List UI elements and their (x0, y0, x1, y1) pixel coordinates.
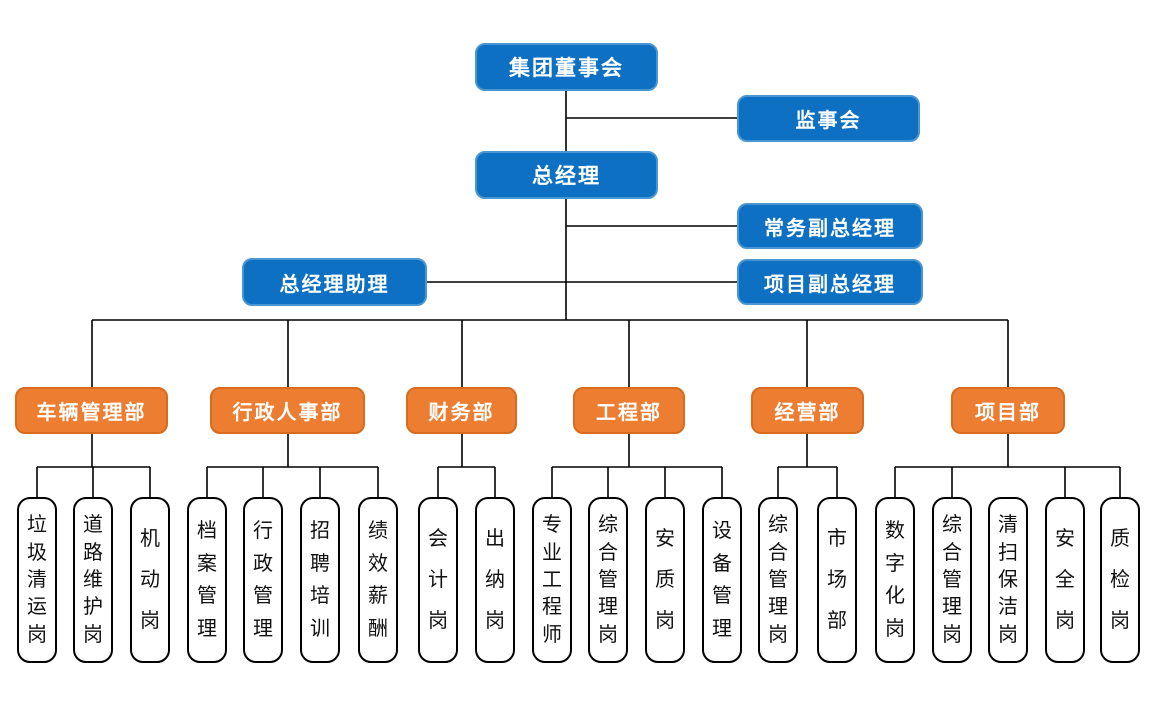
dept-node-engineering: 工程部 (573, 387, 685, 434)
dept-node-vehicle-management: 车辆管理部 (15, 387, 168, 434)
post-node: 综合管理岗 (758, 497, 798, 663)
post-node: 行政管理 (243, 497, 283, 663)
post-node: 档案管理 (187, 497, 227, 663)
node-project-deputy-gm: 项目副总经理 (737, 259, 923, 305)
post-node: 安质岗 (645, 497, 685, 663)
dept-node-operations: 经营部 (751, 387, 864, 434)
post-node: 绩效薪酬 (358, 497, 398, 663)
dept-node-project: 项目部 (951, 387, 1065, 434)
post-node: 清扫保洁岗 (988, 497, 1028, 663)
post-node: 垃圾清运岗 (17, 497, 57, 663)
post-node: 安全岗 (1045, 497, 1085, 663)
node-gm-assistant: 总经理助理 (242, 258, 427, 306)
post-node: 综合管理岗 (932, 497, 972, 663)
post-node: 出纳岗 (475, 497, 515, 663)
post-node: 市场部 (817, 497, 857, 663)
post-node: 招聘培训 (300, 497, 340, 663)
post-node: 质检岗 (1100, 497, 1140, 663)
node-supervisory-board: 监事会 (737, 95, 920, 142)
post-node: 道路维护岗 (73, 497, 113, 663)
post-node: 综合管理岗 (588, 497, 628, 663)
post-node: 专业工程师 (532, 497, 572, 663)
dept-node-admin-hr: 行政人事部 (210, 387, 365, 434)
node-general-manager: 总经理 (475, 151, 658, 199)
node-group-board: 集团董事会 (475, 43, 658, 91)
post-node: 数字化岗 (875, 497, 915, 663)
post-node: 会计岗 (418, 497, 458, 663)
post-node: 机动岗 (130, 497, 170, 663)
post-node: 设备管理 (702, 497, 742, 663)
node-executive-deputy-gm: 常务副总经理 (737, 203, 923, 249)
dept-node-finance: 财务部 (406, 387, 517, 434)
